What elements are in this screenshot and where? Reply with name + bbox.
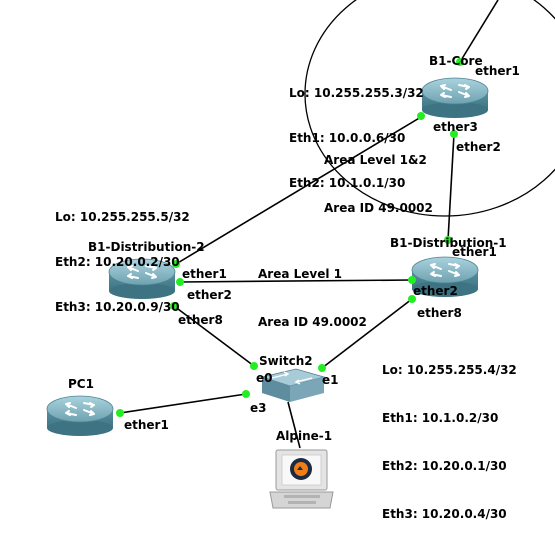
note-line: Eth1: 10.1.0.2/30 xyxy=(382,411,499,425)
node-label-core[interactable]: B1-Core xyxy=(429,54,483,68)
link-core-uplink xyxy=(459,0,499,63)
port-dot xyxy=(176,278,184,286)
port-dot xyxy=(456,58,464,66)
port-label: ether2 xyxy=(187,288,232,302)
port-dot xyxy=(250,362,258,370)
note-line: Area ID 49.0002 xyxy=(324,201,433,215)
note-line: Eth3: 10.20.0.4/30 xyxy=(382,507,507,521)
note-line: Area Level 1 xyxy=(258,267,343,281)
node-label-dist2[interactable]: B1-Distribution-2 xyxy=(88,240,205,254)
note-line: Eth2: 10.1.0.1/30 xyxy=(289,176,406,190)
port-label: ether1 xyxy=(475,64,520,78)
topology-canvas xyxy=(46,0,555,509)
note-line: Eth2: 10.20.0.2/30 xyxy=(55,255,180,269)
note-line: Lo: 10.255.255.3/32 xyxy=(289,86,424,100)
port-label: ether1 xyxy=(182,267,227,281)
link-dist1-switch xyxy=(321,298,413,369)
port-dot xyxy=(417,112,425,120)
router-icon[interactable] xyxy=(421,77,489,118)
router-icon[interactable] xyxy=(46,395,114,436)
note-line: Area Level 1&2 xyxy=(324,153,427,167)
port-dot xyxy=(408,276,416,284)
link-switch-alpine xyxy=(287,401,301,449)
port-dot xyxy=(242,390,250,398)
computer-icon[interactable] xyxy=(269,449,334,509)
note-line: Lo: 10.255.255.5/32 xyxy=(55,210,190,224)
port-dot xyxy=(170,302,178,310)
link-core-dist1 xyxy=(447,133,455,241)
link-pc-switch xyxy=(119,393,247,414)
link-core-dist2 xyxy=(175,116,422,265)
link-dist2-dist1 xyxy=(179,279,413,283)
note-line: Area ID 49.0002 xyxy=(258,315,367,329)
port-dot xyxy=(172,260,180,268)
note-line: Eth1: 10.0.0.6/30 xyxy=(289,131,406,145)
port-label: e1 xyxy=(322,373,339,387)
link-dist2-switch xyxy=(173,305,255,367)
area-mid-note: Area Level 1 Area ID 49.0002 xyxy=(258,234,367,346)
port-label: ether2 xyxy=(413,284,458,298)
area-core-note: Area Level 1&2 Area ID 49.0002 xyxy=(324,120,433,232)
port-label: e3 xyxy=(250,401,267,415)
dist1-address-note: Lo: 10.255.255.4/32 Eth1: 10.1.0.2/30 Et… xyxy=(382,330,517,538)
port-dot xyxy=(408,295,416,303)
node-label-alpine[interactable]: Alpine-1 xyxy=(276,429,333,443)
port-label: ether8 xyxy=(417,306,462,320)
node-label-switch[interactable]: Switch2 xyxy=(259,354,313,368)
port-dot xyxy=(450,130,458,138)
port-label: ether2 xyxy=(456,140,501,154)
ethernet-switch-icon[interactable] xyxy=(260,368,326,402)
node-label-dist1[interactable]: B1-Distribution-1 xyxy=(390,236,507,250)
note-line: Lo: 10.255.255.4/32 xyxy=(382,363,517,377)
port-label: ether1 xyxy=(124,418,169,432)
port-dot xyxy=(116,409,124,417)
port-dot xyxy=(444,236,452,244)
port-dots xyxy=(116,58,464,417)
links xyxy=(119,0,499,449)
dist2-address-note: Lo: 10.255.255.5/32 Eth2: 10.20.0.2/30 E… xyxy=(55,180,190,330)
port-label: ether1 xyxy=(452,245,497,259)
port-label: ether8 xyxy=(178,313,223,327)
port-dot xyxy=(318,364,326,372)
router-icon[interactable] xyxy=(108,258,176,299)
area-circle xyxy=(304,0,555,217)
core-address-note: Lo: 10.255.255.3/32 Eth1: 10.0.0.6/30 Et… xyxy=(289,56,424,206)
port-label: e0 xyxy=(256,371,273,385)
note-line: Eth2: 10.20.0.1/30 xyxy=(382,459,507,473)
note-line: Eth3: 10.20.0.9/30 xyxy=(55,300,180,314)
router-icon[interactable] xyxy=(411,256,479,297)
node-label-pc[interactable]: PC1 xyxy=(68,377,94,391)
port-label: ether3 xyxy=(433,120,478,134)
